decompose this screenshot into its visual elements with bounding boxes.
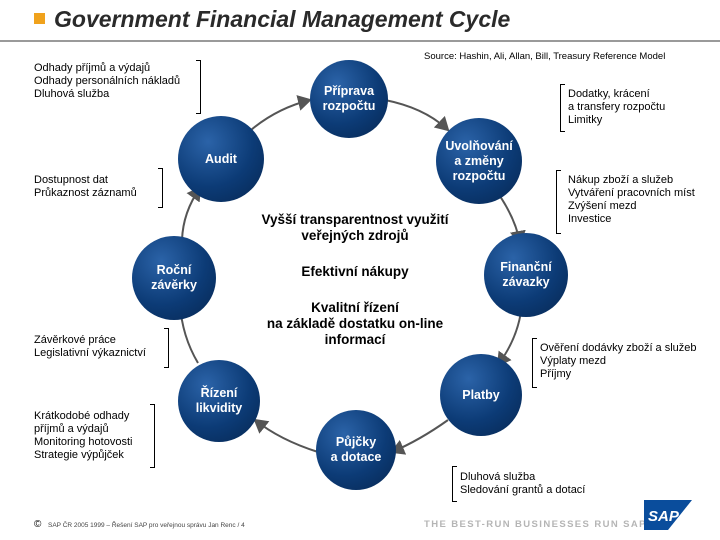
center-quality-management: Kvalitní řízení na základě dostatku on-l… (230, 300, 480, 348)
footer-text: SAP ČR 2005 1999 – Řešení SAP pro veřejn… (48, 522, 245, 529)
center-quality-text: Kvalitní řízení na základě dostatku on-l… (266, 300, 444, 347)
bracket-top-right (560, 84, 565, 132)
node-pujcky-dotace: Půjčky a dotace (316, 410, 396, 490)
note-line: Odhady personálních nákladů (34, 75, 181, 87)
center-transparency-text: Vyšší transparentnost využití veřejných … (261, 212, 449, 243)
note-line: příjmů a výdajů (34, 423, 109, 435)
arrow-rocni-to-audit (181, 186, 202, 241)
note-lower-right: Ověření dodávky zboží a služeb Výplaty m… (540, 342, 697, 381)
node-uvolnovani-label: Uvolňování a změny rozpočtu (445, 138, 513, 183)
note-line: Legislativní výkaznictví (34, 347, 146, 359)
node-rocni-label: Roční závěrky (151, 263, 197, 292)
note-bottom-right: Dluhová služba Sledování grantů a dotací (460, 471, 585, 497)
note-line: Příjmy (540, 368, 572, 380)
node-audit-label: Audit (205, 151, 237, 166)
note-line: Zvýšení mezd (568, 200, 637, 212)
node-priprava-label: Příprava rozpočtu (322, 84, 376, 113)
note-mid-left: Dostupnost dat Průkaznost záznamů (34, 174, 137, 200)
note-line: Dluhová služba (34, 88, 110, 100)
bracket-lower-left (164, 328, 169, 368)
node-platby: Platby (440, 354, 522, 436)
note-line: Odhady příjmů a výdajů (34, 62, 151, 74)
title-divider (0, 40, 720, 42)
node-financni-zavazky: Finanční závazky (484, 233, 568, 317)
arrow-priprava-to-uvolnovani (384, 99, 450, 132)
note-top-right: Dodatky, krácení a transfery rozpočtu Li… (568, 88, 665, 127)
bracket-lower-right (532, 338, 537, 388)
sap-logo: SAP (644, 500, 692, 530)
note-line: Sledování grantů a dotací (460, 484, 586, 496)
note-line: Dluhová služba (460, 471, 536, 483)
note-line: Limitky (568, 114, 603, 126)
note-line: Vytváření pracovních míst (568, 187, 695, 199)
node-financni-zavazky-label: Finanční závazky (500, 260, 552, 289)
node-priprava-rozpoctu: Příprava rozpočtu (310, 60, 388, 138)
note-line: Nákup zboží a služeb (568, 174, 674, 186)
footer-slogan: THE BEST-RUN BUSINESSES RUN SAP (424, 519, 647, 530)
note-lower-left: Závěrkové práce Legislativní výkaznictví (34, 334, 146, 360)
note-line: Dodatky, krácení (568, 88, 650, 100)
note-mid-right: Nákup zboží a služeb Vytváření pracovníc… (568, 174, 695, 226)
note-line: Krátkodobé odhady (34, 410, 130, 422)
note-line: Ověření dodávky zboží a služeb (540, 342, 697, 354)
note-top-left: Odhady příjmů a výdajů Odhady personální… (34, 62, 180, 101)
note-line: Investice (568, 213, 612, 225)
node-rocni-zaverky: Roční závěrky (132, 236, 216, 320)
arrow-pujcky-to-rizeni (253, 418, 319, 453)
node-audit: Audit (178, 116, 264, 202)
source-note: Source: Hashin, Ali, Allan, Bill, Treasu… (424, 51, 666, 62)
arrow-platby-to-pujcky (390, 419, 449, 455)
node-rizeni-label: Řízení likvidity (195, 386, 243, 415)
copyright-symbol: © (34, 519, 42, 530)
note-line: Výplaty mezd (540, 355, 607, 367)
sap-logo-text: SAP (648, 508, 680, 525)
page-title: Government Financial Management Cycle (54, 6, 511, 32)
node-uvolnovani: Uvolňování a změny rozpočtu (436, 118, 522, 204)
note-line: Monitoring hotovosti (34, 436, 133, 448)
node-pujcky-label: Půjčky a dotace (330, 435, 382, 464)
bracket-bottom-left (150, 404, 155, 468)
note-bottom-left: Krátkodobé odhady příjmů a výdajů Monito… (34, 410, 132, 462)
note-line: a transfery rozpočtu (568, 101, 666, 113)
center-transparency: Vyšší transparentnost využití veřejných … (230, 212, 480, 244)
center-efficient-purchasing: Efektivní nákupy (230, 264, 480, 280)
center-efficient-text: Efektivní nákupy (301, 264, 409, 279)
title-bullet (34, 13, 45, 24)
node-rizeni-likvidity: Řízení likvidity (178, 360, 260, 442)
node-platby-label: Platby (462, 387, 500, 402)
note-line: Průkaznost záznamů (34, 187, 137, 199)
note-line: Strategie výpůjček (34, 449, 124, 461)
note-line: Závěrkové práce (34, 334, 116, 346)
bracket-mid-right (556, 170, 561, 234)
bracket-top-left (196, 60, 201, 114)
note-line: Dostupnost dat (34, 174, 108, 186)
bracket-mid-left (158, 168, 163, 208)
bracket-bottom-right (452, 466, 457, 502)
